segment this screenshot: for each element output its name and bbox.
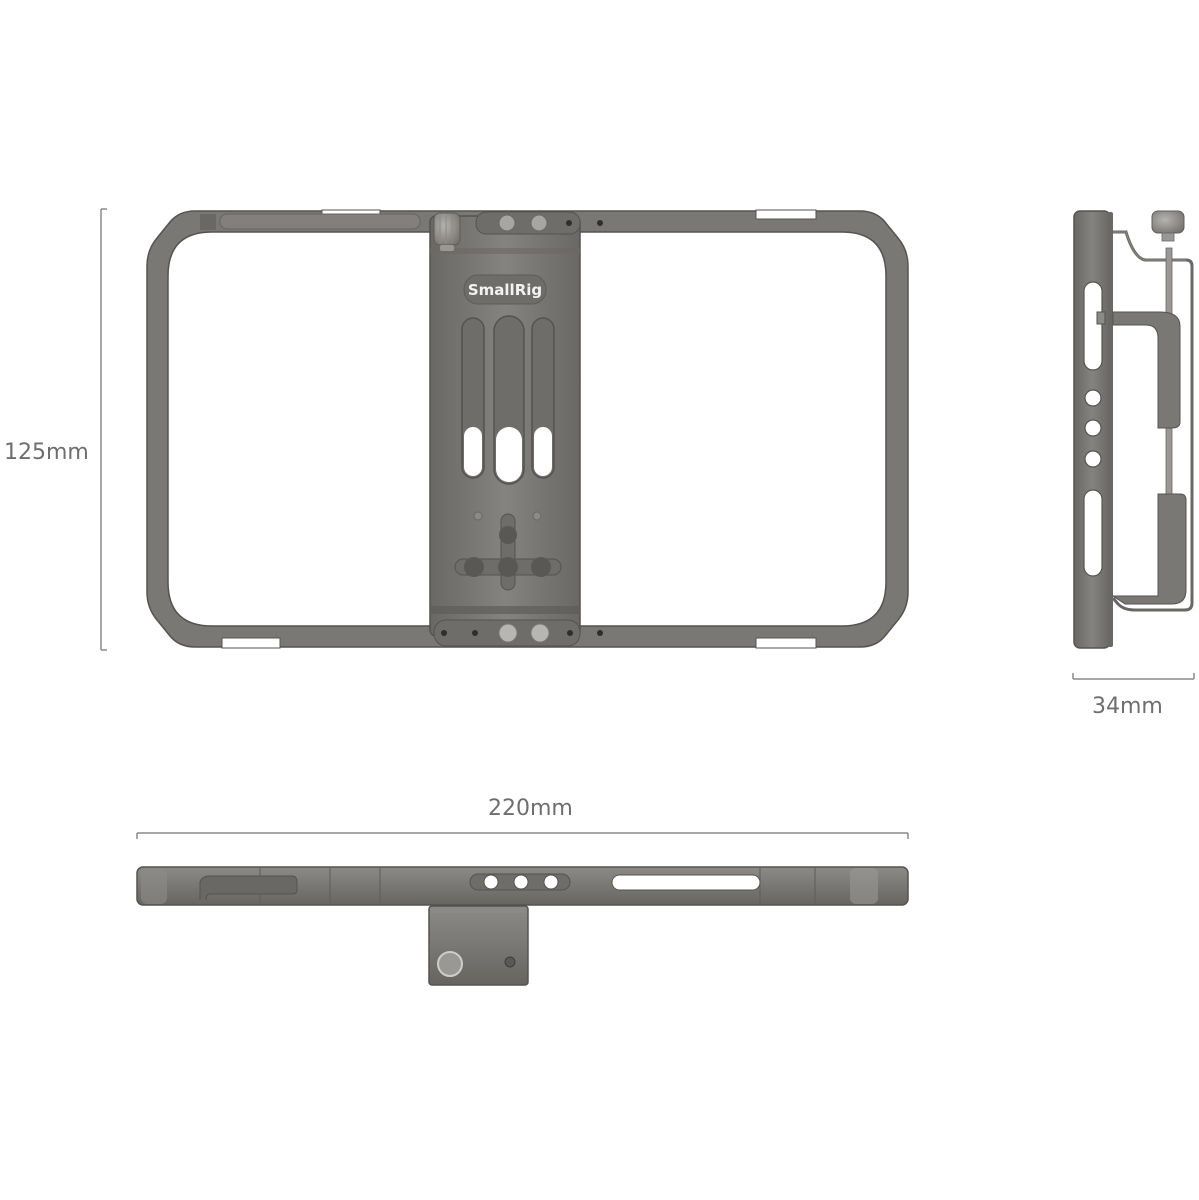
screw-icon xyxy=(498,214,516,232)
depth-dimension-label: 34mm xyxy=(1092,694,1163,719)
height-dimension-label: 125mm xyxy=(4,440,89,465)
front-view-cage: SmallRig xyxy=(146,209,909,649)
screw-icon xyxy=(498,623,518,643)
height-dimension-line xyxy=(100,208,107,651)
knurled-knob-icon xyxy=(433,212,461,246)
screw-hole-icon xyxy=(504,956,516,968)
screw-icon xyxy=(530,623,550,643)
side-view-cage xyxy=(1073,210,1194,649)
width-dimension-line xyxy=(136,832,909,839)
screw-icon xyxy=(530,214,548,232)
knurled-knob-icon xyxy=(1151,210,1185,234)
width-dimension-label: 220mm xyxy=(488,796,573,821)
bottom-view-cage xyxy=(136,866,909,986)
cross-mount-slot xyxy=(454,513,562,591)
brand-logo-text: SmallRig xyxy=(468,281,542,299)
knob-end-icon xyxy=(437,951,463,977)
brand-logo-badge xyxy=(463,274,547,305)
depth-dimension-line xyxy=(1072,673,1195,680)
